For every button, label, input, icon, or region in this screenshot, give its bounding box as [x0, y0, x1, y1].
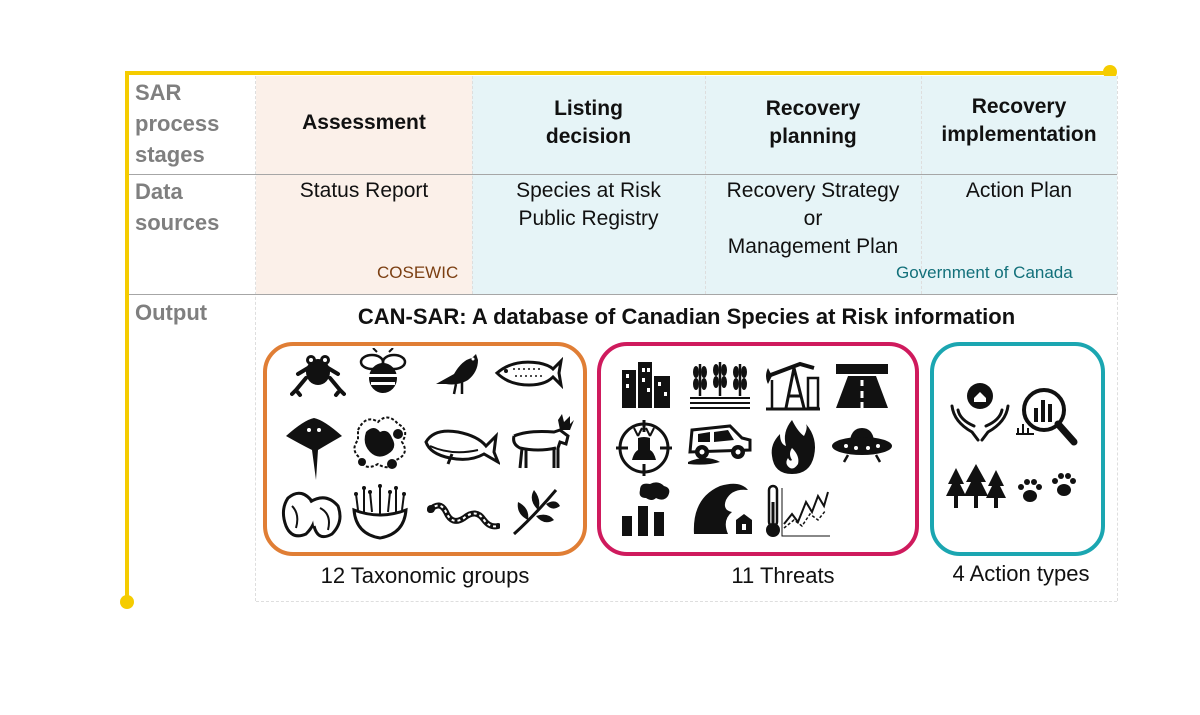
off-road-vehicle-icon: [688, 424, 752, 465]
row-label-sources: Data sources: [135, 179, 220, 235]
source-action-plan: Action Plan: [965, 179, 1073, 202]
frame-start-dot: [120, 595, 134, 609]
frame-end-dot: [1103, 65, 1117, 79]
frog-icon: [290, 355, 346, 397]
taxonomic-groups-caption: 12 Taxonomic groups: [320, 563, 530, 588]
snake-icon: [427, 502, 500, 530]
output-title: CAN-SAR: A database of Canadian Species …: [357, 304, 1016, 329]
threats-box: [597, 342, 919, 556]
plant-sprig-icon: [512, 489, 560, 536]
threats-caption: 11 Threats: [731, 563, 835, 588]
highway-icon: [836, 364, 888, 408]
hunting-target-icon: [616, 420, 672, 476]
frame-left-line: [125, 71, 129, 602]
bird-icon: [436, 354, 478, 395]
forest-icon: [946, 464, 1006, 508]
row-label-stages: SAR process stages: [135, 80, 220, 167]
fish-icon: [494, 357, 563, 389]
column-divider: [921, 76, 922, 294]
pollution-factory-icon: [622, 482, 670, 536]
crops-icon: [690, 362, 750, 409]
fire-icon: [771, 420, 815, 474]
taxonomic-groups-box: [263, 342, 587, 556]
bee-icon: [359, 348, 407, 393]
research-magnifier-icon: [1016, 388, 1078, 446]
oil-pump-icon: [766, 361, 820, 411]
climate-thermometer-icon: [766, 484, 830, 537]
paw-prints-icon: [1018, 473, 1076, 502]
column-divider: [255, 76, 256, 601]
column-divider: [1117, 76, 1118, 601]
buildings-icon: [622, 362, 670, 408]
column-divider: [472, 76, 473, 294]
source-status-report: Status Report: [299, 179, 429, 202]
flood-wave-icon: [693, 483, 752, 534]
action-types-box: [930, 342, 1105, 556]
mussel-icon: [281, 491, 342, 539]
lichen-icon: [353, 416, 407, 469]
assessment-column-bg: [256, 76, 472, 294]
hands-protect-icon: [950, 383, 1010, 442]
moss-icon: [352, 484, 408, 540]
whale-icon: [424, 429, 500, 465]
org-government-of-canada: Government of Canada: [896, 263, 1073, 282]
invasive-ufo-icon: [832, 428, 892, 463]
moose-icon: [512, 414, 574, 469]
action-types-caption: 4 Action types: [952, 561, 1090, 586]
column-divider: [705, 76, 706, 294]
frame-top-line: [126, 71, 1111, 75]
row-label-output: Output: [135, 300, 208, 325]
table-bottom-line: [256, 601, 1117, 602]
row-divider: [129, 294, 1117, 295]
org-cosewic: COSEWIC: [377, 263, 459, 282]
government-columns-bg: [472, 76, 1117, 294]
stingray-icon: [286, 418, 342, 480]
stage-assessment: Assessment: [302, 111, 426, 134]
row-divider: [129, 174, 1117, 175]
